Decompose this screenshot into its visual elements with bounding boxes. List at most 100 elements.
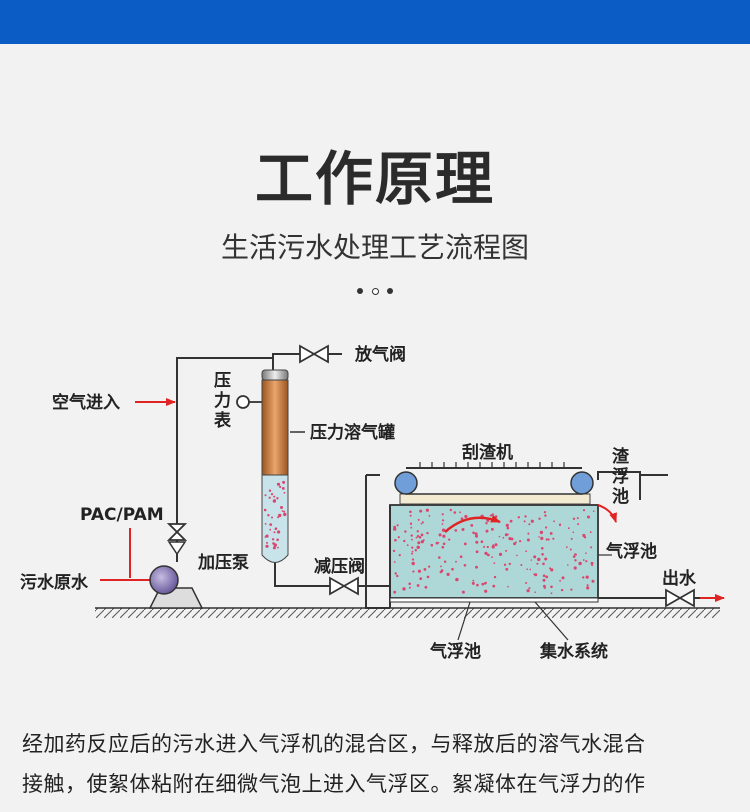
bubble (515, 541, 517, 544)
bubble (428, 515, 431, 517)
bubble (463, 542, 467, 546)
label-pressure-pump: 加压泵 (197, 553, 249, 573)
bubble (278, 513, 282, 518)
bubble (503, 563, 507, 566)
label-water-collection: 集水系统 (539, 641, 608, 662)
bubble (545, 526, 548, 529)
label-raw-sewage: 污水原水 (20, 572, 89, 593)
bubble (582, 533, 586, 538)
outlet-valve-icon (665, 588, 695, 608)
bubble (392, 549, 396, 553)
bubble (430, 543, 434, 547)
bubble (264, 523, 267, 525)
bubble (559, 579, 561, 582)
bubble (542, 574, 546, 577)
bubble (484, 551, 488, 555)
bubble (268, 496, 271, 499)
bubble (536, 562, 539, 565)
description-line-2: 接触，使絮体粘附在细微气泡上进入气浮区。絮凝体在气浮力的作 (22, 772, 646, 796)
bubble (505, 549, 508, 552)
float-tank-leader (457, 601, 471, 641)
bubble (543, 511, 547, 514)
bubble (507, 585, 509, 588)
bubble (533, 555, 537, 559)
bubble (454, 529, 458, 532)
bubble (274, 499, 276, 501)
bubble (508, 537, 512, 541)
bubble (586, 586, 590, 590)
bubble (404, 530, 407, 533)
label-gauge-2: 力 (214, 390, 231, 411)
bubble (420, 533, 424, 537)
bubble (283, 491, 286, 494)
bubble (475, 565, 478, 569)
bubble (516, 554, 518, 557)
bubble (540, 536, 544, 540)
bubble (438, 534, 441, 537)
bubble (526, 538, 530, 542)
bubble (526, 589, 530, 593)
bubble (528, 523, 531, 526)
bubble (578, 561, 582, 566)
bubble (461, 528, 465, 531)
bubble (268, 489, 272, 492)
bubble (498, 535, 501, 538)
bubble (475, 540, 479, 544)
bubble (550, 592, 553, 595)
bubble (276, 497, 279, 500)
bubble (585, 575, 589, 579)
bubble (509, 519, 513, 523)
bubble (266, 541, 268, 544)
bubble (416, 534, 420, 538)
bubble (463, 564, 467, 567)
bubble (485, 529, 489, 533)
bubble (417, 541, 421, 545)
bubble (272, 546, 276, 550)
bubble (409, 510, 412, 514)
bubble (530, 519, 534, 523)
bubble (272, 542, 275, 545)
bubble (591, 579, 595, 583)
bubble (411, 550, 414, 553)
bubble (552, 537, 555, 540)
label-sludge-1: 渣 (612, 446, 630, 467)
bubble (283, 510, 286, 513)
vent-valve-icon (299, 344, 329, 364)
bubble (485, 522, 488, 525)
bubble (267, 514, 270, 517)
bubble (526, 568, 528, 570)
bubble (393, 590, 397, 594)
bubble (281, 510, 284, 512)
bubble (459, 511, 461, 514)
bubble (274, 527, 278, 530)
bubble (541, 553, 544, 556)
bubble (453, 511, 457, 514)
bubble (474, 532, 478, 536)
bubble (534, 591, 536, 593)
bubble (550, 568, 554, 572)
bubble (492, 545, 495, 549)
label-pac-pam: PAC/PAM (80, 505, 164, 525)
bubble (277, 516, 280, 519)
bubble (591, 564, 593, 567)
bubble (402, 587, 406, 591)
bubble (508, 562, 511, 566)
bubble (492, 584, 496, 588)
bubble (419, 509, 423, 513)
bubble (412, 570, 415, 573)
bubble (419, 577, 423, 580)
label-float-tank-right: 气浮池 (605, 541, 657, 562)
bubble (534, 573, 538, 577)
bubble (525, 550, 528, 553)
label-air-inlet: 空气进入 (52, 392, 120, 413)
riser-valve-icon (166, 523, 188, 556)
bubble (506, 526, 510, 530)
bubble (398, 554, 401, 557)
bubble (587, 515, 590, 519)
bubble (408, 586, 411, 589)
bubble (263, 508, 267, 512)
bubble (440, 565, 442, 568)
description: 经加药反应后的污水进入气浮机的混合区，与释放后的溶气水混合 接触，使絮体粘附在细… (22, 724, 734, 804)
bubble (416, 545, 420, 549)
bubble (408, 582, 412, 586)
